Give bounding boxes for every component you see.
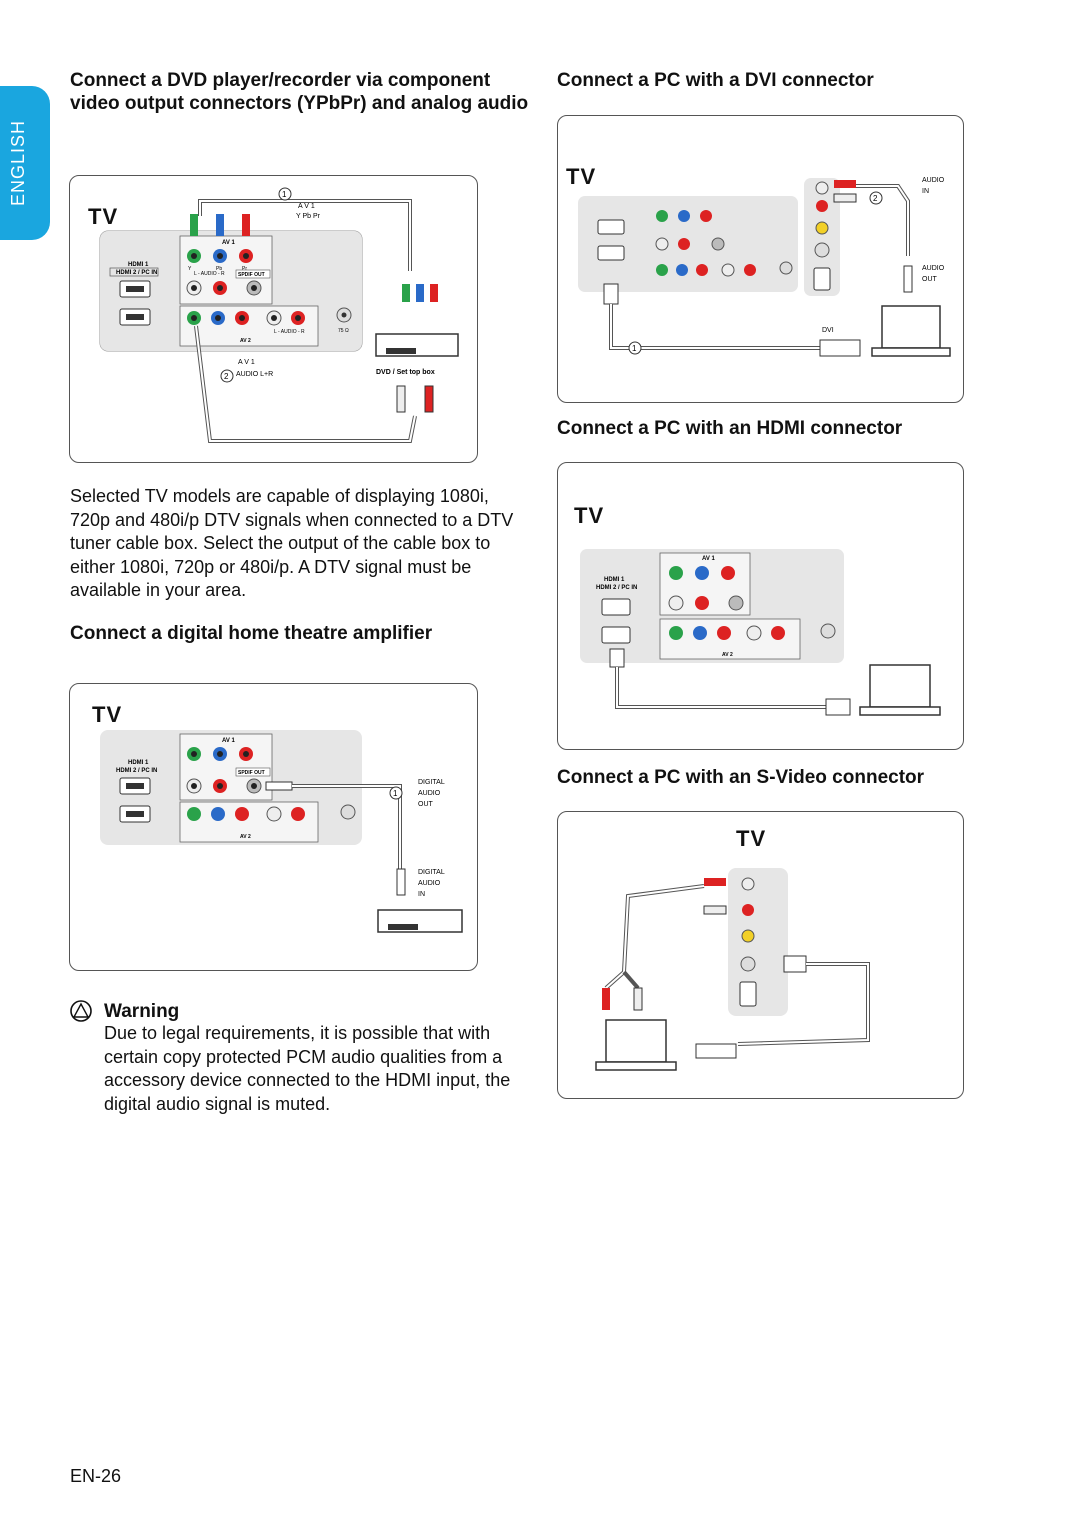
svg-text:AUDIO: AUDIO xyxy=(922,265,945,272)
svg-text:DVI: DVI xyxy=(822,327,834,334)
diagram-dvd: TV HDMI 1 HDMI 2 / PC IN AV 1 Y Pb Pr L … xyxy=(69,175,478,463)
dtv-note: Selected TV models are capable of displa… xyxy=(70,486,514,600)
svg-text:2: 2 xyxy=(873,194,878,203)
svg-text:HDMI 2 / PC IN: HDMI 2 / PC IN xyxy=(596,585,637,591)
svg-text:Y Pb Pr: Y Pb Pr xyxy=(296,213,321,220)
svg-text:Pr: Pr xyxy=(242,266,247,272)
dvi-connection-diagram: 2 AUDIO IN AUDIO OUT 1 DVI xyxy=(578,177,951,357)
svg-text:SPDIF OUT: SPDIF OUT xyxy=(238,770,265,776)
amp-connection-diagram: HDMI 1 HDMI 2 / PC IN AV 1 SPDIF OUT AV … xyxy=(100,730,463,933)
language-tab: ENGLISH xyxy=(0,86,50,240)
svg-text:AV 2: AV 2 xyxy=(240,338,251,344)
warning-icon xyxy=(70,1000,92,1022)
tv-label: TV xyxy=(574,503,605,528)
svg-text:L - AUDIO - R: L - AUDIO - R xyxy=(274,329,305,335)
svg-text:AUDIO: AUDIO xyxy=(418,790,441,797)
svg-text:AV 2: AV 2 xyxy=(240,834,251,840)
svg-text:AUDIO: AUDIO xyxy=(922,177,945,184)
svg-text:A V 1: A V 1 xyxy=(298,203,315,210)
section-title-dvi: Connect a PC with a DVI connector xyxy=(557,70,874,91)
svg-text:DVD / Set top box: DVD / Set top box xyxy=(376,369,435,376)
svg-text:1: 1 xyxy=(632,344,637,353)
section-title-svideo: Connect a PC with an S-Video connector xyxy=(557,767,925,788)
svg-text:Y: Y xyxy=(188,266,192,272)
tv-label: TV xyxy=(92,702,123,727)
diagram-dvi: TV 2 AUDIO IN AUDIO OUT 1 DVI xyxy=(557,115,964,403)
svg-text:L - AUDIO - R: L - AUDIO - R xyxy=(194,271,225,277)
hdmi-connection-diagram: HDMI 1 HDMI 2 / PC IN AV 1 AV 2 xyxy=(580,549,941,716)
hdmi1-label: HDMI 1 xyxy=(128,262,149,268)
svg-text:75 Ω: 75 Ω xyxy=(338,328,349,334)
page-number: EN-26 xyxy=(70,1466,122,1486)
tv-label: TV xyxy=(736,826,767,851)
diagram-hdmi: TV HDMI 1 HDMI 2 / PC IN AV 1 AV 2 xyxy=(557,462,964,750)
svg-text:AUDIO L+R: AUDIO L+R xyxy=(236,371,273,378)
section-title-dvd: Connect a DVD player/recorder via compon… xyxy=(70,70,529,114)
svg-text:1: 1 xyxy=(282,190,287,199)
diagram-amp: TV HDMI 1 HDMI 2 / PC IN AV 1 SPDIF OUT … xyxy=(69,683,478,971)
language-label: ENGLISH xyxy=(8,119,28,206)
svg-text:DIGITAL: DIGITAL xyxy=(418,869,445,876)
section-title-amp: Connect a digital home theatre amplifier xyxy=(70,623,433,644)
svg-text:IN: IN xyxy=(418,891,425,898)
svg-text:1: 1 xyxy=(393,789,398,798)
warning-text: Due to legal requirements, it is possibl… xyxy=(104,1023,511,1114)
svideo-connection-diagram xyxy=(595,868,870,1071)
tv-label: TV xyxy=(566,164,597,189)
warning-title: Warning xyxy=(104,1001,180,1022)
svg-text:2: 2 xyxy=(224,372,229,381)
dvd-connection-diagram: HDMI 1 HDMI 2 / PC IN AV 1 Y Pb Pr L - A… xyxy=(99,187,459,443)
svg-text:IN: IN xyxy=(922,188,929,195)
svg-text:Pb: Pb xyxy=(216,266,222,272)
svg-text:HDMI 1: HDMI 1 xyxy=(128,760,149,766)
svg-text:OUT: OUT xyxy=(922,276,938,283)
svg-text:SPDIF OUT: SPDIF OUT xyxy=(238,272,265,278)
tv-label: TV xyxy=(88,204,119,229)
svg-text:AV 1: AV 1 xyxy=(702,556,716,562)
svg-text:AUDIO: AUDIO xyxy=(418,880,441,887)
section-title-hdmi: Connect a PC with an HDMI connector xyxy=(557,418,903,439)
av1-label: AV 1 xyxy=(222,240,236,246)
svg-text:HDMI 2 / PC IN: HDMI 2 / PC IN xyxy=(116,768,157,774)
svg-text:AV 1: AV 1 xyxy=(222,738,236,744)
hdmi2pc-label: HDMI 2 / PC IN xyxy=(116,270,157,276)
svg-text:DIGITAL: DIGITAL xyxy=(418,779,445,786)
svg-text:A V 1: A V 1 xyxy=(238,359,255,366)
diagram-svideo: TV xyxy=(557,811,964,1099)
svg-text:OUT: OUT xyxy=(418,801,434,808)
svg-text:AV 2: AV 2 xyxy=(722,652,733,658)
svg-text:HDMI 1: HDMI 1 xyxy=(604,577,625,583)
